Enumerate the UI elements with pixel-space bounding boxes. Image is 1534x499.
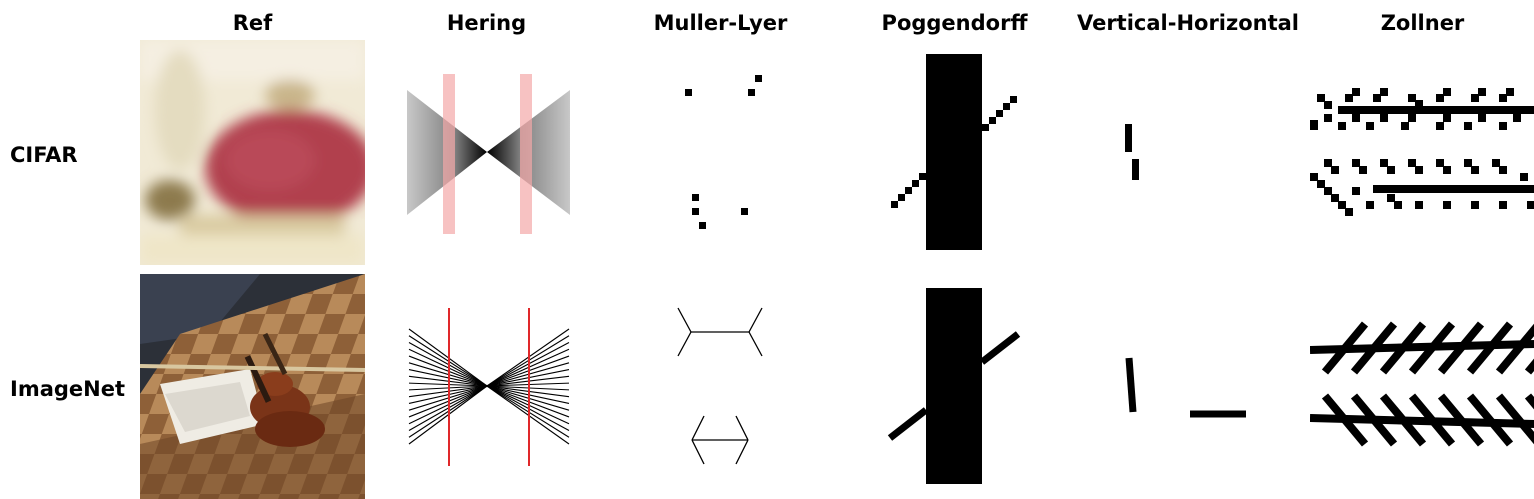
column-title-ref: Ref xyxy=(232,11,273,35)
zollner-hatch-bottom xyxy=(1466,393,1514,447)
imagenet-violin-photo xyxy=(140,274,365,499)
cifar-poggendorff-figure xyxy=(842,40,1067,265)
zollner-hatch-bottom xyxy=(1379,393,1427,447)
cifar-zollner-svg xyxy=(1310,88,1534,216)
imagenet-poggendorff-figure xyxy=(842,274,1067,499)
imagenet-muller-lyer-svg xyxy=(677,307,763,465)
imagenet-hering-figure xyxy=(374,274,599,499)
cifar-apple-photo xyxy=(140,40,365,265)
imagenet-vertical-horizontal-svg xyxy=(1125,357,1246,418)
zollner-hatch-top xyxy=(1466,321,1514,375)
imagenet-ref-image xyxy=(140,274,365,499)
cifar-vertical-horizontal-figure xyxy=(1075,40,1300,265)
cifar-ref-image xyxy=(140,40,365,265)
poggendorff-occluder xyxy=(926,288,982,484)
zollner-hatch-top xyxy=(1495,323,1534,375)
column-title-poggendorff: Poggendorff xyxy=(881,11,1028,35)
row-label-imagenet: ImageNet xyxy=(10,377,125,401)
imagenet-hering-svg xyxy=(408,308,570,466)
zollner-hatch-bottom xyxy=(1408,393,1456,447)
row-label-cifar: CIFAR xyxy=(10,143,78,167)
column-title-vertical-horizontal: Vertical-Horizontal xyxy=(1076,11,1300,35)
imagenet-vertical-horizontal-figure xyxy=(1075,274,1300,499)
zollner-hatch-top xyxy=(1437,321,1485,375)
zollner-hatch-bottom xyxy=(1321,393,1369,447)
zollner-hatch-bottom xyxy=(1495,393,1534,445)
cifar-zollner-figure xyxy=(1310,40,1534,265)
zollner-hatch-top xyxy=(1408,321,1456,375)
imagenet-poggendorff-svg xyxy=(887,288,1021,484)
hering-red-line-left xyxy=(443,74,455,234)
cifar-vertical-horizontal-svg xyxy=(1125,124,1139,180)
zollner-hatch-bottom xyxy=(1350,393,1398,447)
zollner-hatch-top xyxy=(1379,321,1427,375)
cifar-muller-lyer-figure xyxy=(608,40,833,265)
poggendorff-occluder xyxy=(926,54,982,250)
column-title-muller-lyer: Muller-Lyer xyxy=(653,11,788,35)
imagenet-zollner-svg xyxy=(1310,321,1534,447)
cifar-hering-svg xyxy=(407,74,570,234)
zollner-hatch-top xyxy=(1350,321,1398,375)
zollner-hatch-bottom xyxy=(1437,393,1485,447)
imagenet-muller-lyer-figure xyxy=(608,274,833,499)
hering-red-line-right xyxy=(520,74,532,234)
column-title-hering: Hering xyxy=(446,11,527,35)
cifar-hering-figure xyxy=(374,40,599,265)
column-title-zollner: Zollner xyxy=(1380,11,1465,35)
cifar-poggendorff-svg xyxy=(891,54,1017,250)
zollner-hatch-top xyxy=(1321,321,1369,375)
cifar-muller-lyer-svg xyxy=(685,75,762,229)
imagenet-zollner-figure xyxy=(1310,274,1534,499)
